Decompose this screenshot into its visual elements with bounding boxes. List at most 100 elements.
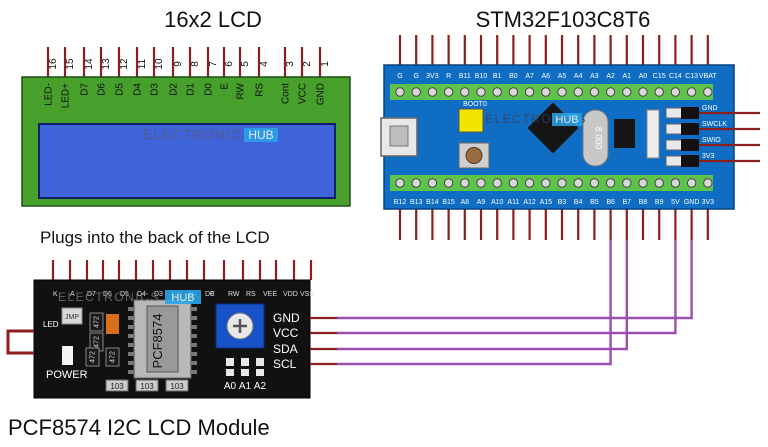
stm-bottom-pin-label: A11 — [507, 199, 519, 206]
stm-top-pin-label: R — [446, 73, 451, 80]
stm-bottom-pin-label: B6 — [606, 199, 615, 206]
stm-top-pin-label: B10 — [475, 73, 488, 80]
module-header-label: E — [210, 291, 215, 298]
stm-top-pin-label: A0 — [639, 73, 648, 80]
watermark-logo-module: ELECTRONICS HUB — [58, 290, 201, 304]
lcd-pin-label: E — [220, 83, 231, 90]
lcd-pin-number: 10 — [154, 58, 165, 70]
lcd-pin-label: LED+ — [61, 83, 72, 108]
reset-button — [458, 142, 490, 169]
resistor: 472 — [89, 312, 104, 332]
address-label: A1 — [239, 381, 252, 392]
svg-text:ELECTRONICS: ELECTRONICS — [143, 127, 252, 142]
stm-top-pin-label: B11 — [459, 73, 471, 80]
i2c-pin-label: SCL — [273, 357, 297, 371]
lcd-pin-label: D5 — [115, 83, 126, 96]
stm-bottom-pin-label: GND — [684, 199, 700, 206]
stm-bottom-pin-label: B13 — [410, 199, 423, 206]
i2c-wires — [337, 240, 693, 366]
wire-sda — [337, 240, 628, 351]
module-title: PCF8574 I2C LCD Module — [8, 415, 270, 440]
stm-bottom-pin-label: B5 — [590, 199, 599, 206]
power-label: POWER — [46, 369, 88, 381]
lcd-pin-label: RS — [255, 83, 266, 97]
i2c-pin-label: VCC — [273, 326, 299, 340]
stm-top-pin-label: C15 — [653, 73, 666, 80]
lcd-title: 16x2 LCD — [164, 7, 262, 32]
stm-top-header-strip — [390, 84, 713, 100]
usb-connector — [380, 117, 418, 157]
pcf8574-module: KAD7D6D5D4D3D2D1D0ERWRSVEEVDDVSS LED JMP… — [6, 260, 337, 399]
wire-vcc — [337, 240, 677, 335]
lcd-pin-label: GND — [316, 83, 327, 105]
stm-top-pin-label: A2 — [606, 73, 615, 80]
lcd-pin-label: D2 — [169, 83, 180, 96]
module-header-label: D5 — [120, 291, 129, 298]
stm-title: STM32F103C8T6 — [476, 7, 651, 32]
module-header-label: D7 — [87, 291, 96, 298]
led-label: LED — [43, 320, 59, 329]
svg-text:472: 472 — [89, 351, 96, 363]
svg-text:472: 472 — [93, 316, 100, 328]
stm-bottom-pin-label: B4 — [574, 199, 583, 206]
svg-text:103: 103 — [110, 382, 124, 391]
lcd-pin-label: D1 — [186, 83, 197, 96]
svg-text:JMP: JMP — [65, 314, 79, 321]
svg-text:ELECTRONICS: ELECTRONICS — [58, 290, 160, 304]
jumper: JMP — [61, 307, 83, 325]
module-header-label: A — [70, 291, 75, 298]
stm-bottom-pin-label: 3V3 — [702, 199, 715, 206]
stm-bottom-pin-label: B3 — [558, 199, 567, 206]
address-label: A2 — [254, 381, 267, 392]
stm-top-pin-label: A3 — [590, 73, 599, 80]
svg-text:472: 472 — [109, 351, 116, 363]
stm-top-pin-label: A1 — [623, 73, 632, 80]
swd-pin-label: SWIO — [702, 137, 721, 144]
stm-bottom-pin-label: B9 — [655, 199, 664, 206]
lcd-pin-number: 3 — [285, 61, 296, 67]
lcd-pin-label: D4 — [133, 83, 144, 96]
stm-top-pin-label: C14 — [669, 73, 682, 80]
stm-bottom-pin-header — [398, 209, 709, 240]
module-pin-header — [51, 260, 313, 280]
svg-text:PCF8574: PCF8574 — [150, 314, 165, 369]
stm-bottom-pin-label: A12 — [523, 199, 536, 206]
crystal-oscillator: 8.000 — [582, 109, 609, 167]
stm-bottom-pin-label: B7 — [623, 199, 632, 206]
stm-top-pin-label: G — [413, 73, 418, 80]
stm-top-pin-label: B1 — [493, 73, 502, 80]
stm-top-pin-label: A5 — [558, 73, 567, 80]
i2c-pin-header — [310, 316, 337, 366]
module-header-label: VSS — [300, 291, 314, 298]
lcd-pin-header — [46, 47, 322, 77]
stm-bottom-pin-label: A9 — [477, 199, 486, 206]
stm-bottom-pin-label: B14 — [426, 199, 439, 206]
lcd-pin-number: 7 — [208, 61, 219, 67]
lcd-pin-label: RW — [236, 82, 247, 99]
resistor: 472 — [85, 347, 100, 367]
smd-component — [646, 109, 660, 159]
lcd-pin-number: 8 — [190, 61, 201, 67]
plugs-caption: Plugs into the back of the LCD — [40, 228, 270, 247]
lcd-pin-label: VCC — [298, 83, 309, 104]
stm-bottom-pin-label: 5V — [671, 199, 680, 206]
stm-top-pin-label: C13 — [685, 73, 698, 80]
power-led — [62, 346, 73, 365]
lcd-pin-label: D6 — [97, 83, 108, 96]
module-header-label: D4 — [137, 291, 146, 298]
i2c-pin-label: SDA — [273, 342, 298, 356]
swd-pin-label: GND — [702, 105, 718, 112]
lcd-pin-number: 4 — [259, 61, 270, 67]
lcd-pin-label: D3 — [150, 83, 161, 96]
swd-pin-label: SWCLK — [702, 121, 727, 128]
boot-label: BOOT0 — [463, 101, 487, 108]
resistor: 472 — [105, 347, 120, 367]
stm-bottom-pin-label: B12 — [394, 199, 407, 206]
